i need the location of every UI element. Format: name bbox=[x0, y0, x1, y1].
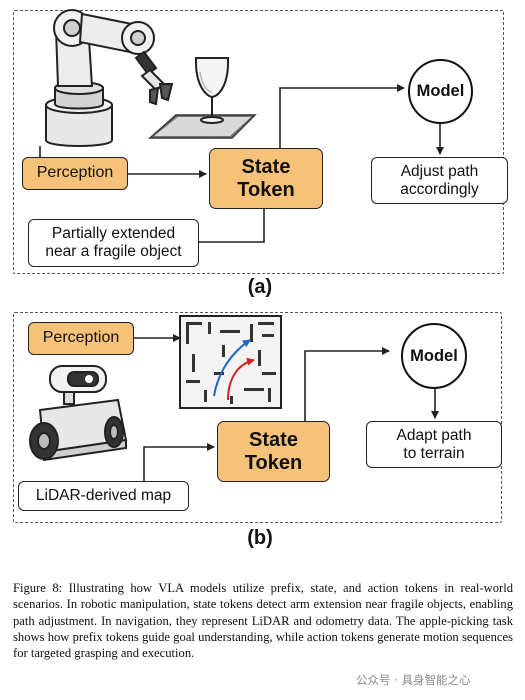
output-box-b: Adapt path to terrain bbox=[366, 421, 502, 468]
state-token-line1-a: State bbox=[241, 155, 291, 178]
perception-box-b: Perception bbox=[28, 322, 134, 355]
perception-label-b: Perception bbox=[42, 329, 120, 347]
state-desc-box-a: Partially extended near a fragile object bbox=[28, 219, 199, 267]
figure-caption: Figure 8: Illustrating how VLA models ut… bbox=[13, 581, 513, 661]
state-token-line1-b: State bbox=[249, 428, 298, 451]
state-desc-box-b: LiDAR-derived map bbox=[18, 481, 189, 511]
panel-a-frame bbox=[13, 10, 504, 274]
state-token-box-a: State Token bbox=[209, 148, 323, 209]
state-desc-line2-a: near a fragile object bbox=[45, 243, 182, 260]
panel-a-label: (a) bbox=[247, 276, 273, 298]
perception-box-a: Perception bbox=[22, 157, 128, 190]
watermark: 公众号 · 具身智能之心 bbox=[356, 673, 471, 687]
model-label-b: Model bbox=[410, 346, 458, 365]
output-line2-b: to terrain bbox=[403, 444, 465, 462]
state-desc-label-b: LiDAR-derived map bbox=[35, 487, 172, 505]
output-box-a: Adjust path accordingly bbox=[371, 157, 508, 204]
robot-arm-illustration bbox=[45, 9, 257, 147]
mobile-robot-icon bbox=[29, 365, 128, 462]
model-label-a: Model bbox=[416, 82, 465, 101]
state-desc-line1-a: Partially extended bbox=[51, 225, 176, 243]
model-circle-a: Model bbox=[408, 59, 473, 124]
connector-desc-to-state-a bbox=[199, 209, 265, 243]
panel-b-label: (b) bbox=[247, 527, 273, 549]
lidar-map-icon bbox=[179, 315, 282, 409]
output-line1-b: Adapt path bbox=[396, 426, 472, 444]
state-token-line2-a: Token bbox=[237, 178, 295, 201]
state-token-line2-b: Token bbox=[244, 451, 303, 474]
model-circle-b: Model bbox=[401, 323, 467, 389]
arrow-state-to-model-a bbox=[279, 84, 405, 148]
arrow-desc-to-state-b bbox=[143, 443, 215, 481]
connectors-and-illustrations bbox=[29, 84, 444, 481]
state-token-box-b: State Token bbox=[217, 421, 330, 482]
perception-label-a: Perception bbox=[36, 164, 114, 182]
wine-glass-icon bbox=[194, 57, 230, 124]
output-line1-a: Adjust path bbox=[400, 162, 479, 180]
output-line2-a: accordingly bbox=[400, 180, 479, 198]
panel-b-frame bbox=[13, 312, 502, 523]
robot-arm-icon bbox=[45, 9, 174, 147]
arrow-state-to-model-b bbox=[304, 347, 390, 421]
